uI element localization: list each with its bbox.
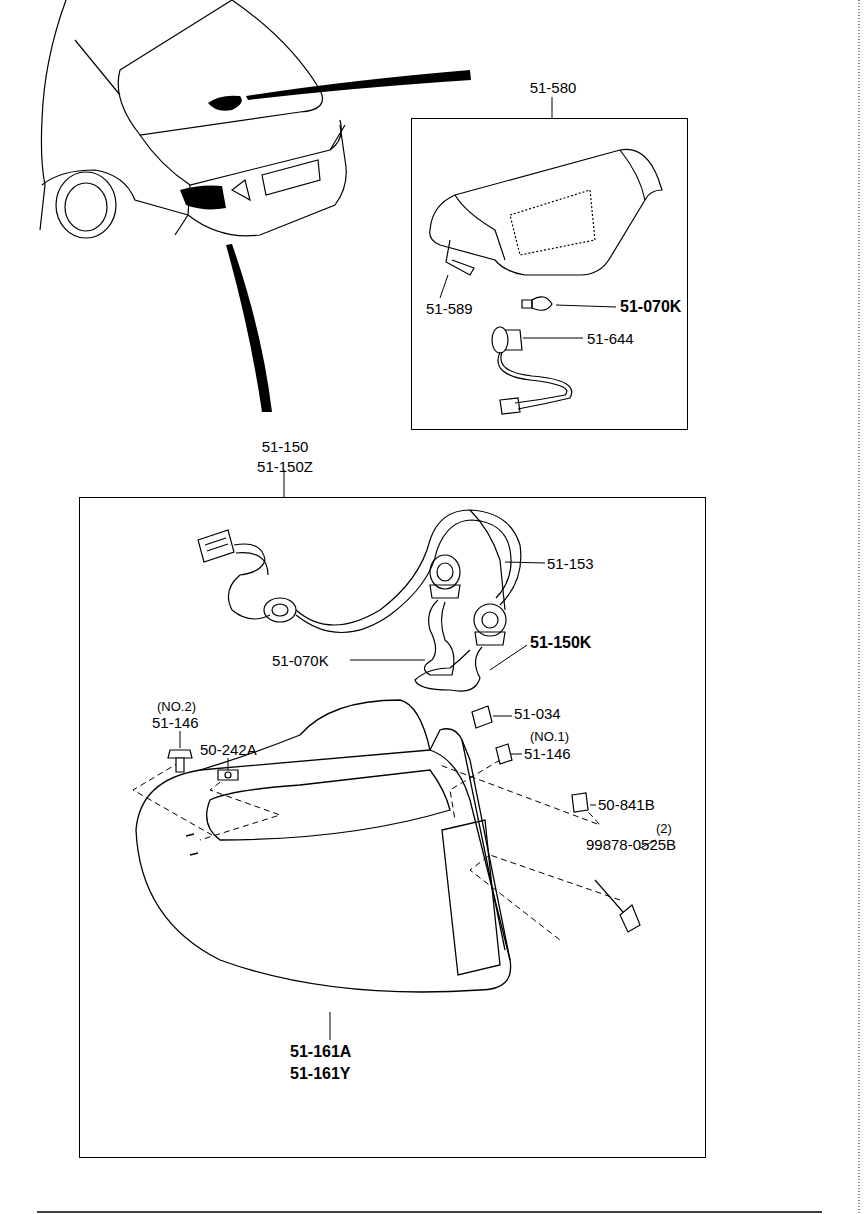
callout-number: 51-161A — [290, 1043, 351, 1060]
car-outline — [40, 0, 346, 238]
callout-number: (2) — [656, 820, 672, 837]
page-rule — [37, 1211, 822, 1213]
callout-number: 51-070K — [272, 652, 329, 669]
callout-number: 51-153 — [547, 555, 594, 572]
callout-number: 51-150K — [530, 634, 591, 651]
tail-lamp-lens — [136, 700, 511, 992]
group-part-number: 51-150Z — [257, 458, 313, 476]
assembly-paths — [133, 760, 620, 940]
callout-number: 51-644 — [587, 330, 634, 347]
stop-lamp-mark — [208, 96, 242, 111]
tail-lamp-harness — [198, 510, 521, 691]
fasteners — [168, 706, 640, 932]
callout-number: 51-161Y — [290, 1065, 351, 1082]
callout-number: (NO.2) — [157, 698, 196, 715]
callout-number: 51-589 — [426, 300, 473, 317]
callout-number: 50-841B — [598, 796, 655, 813]
tail-lamp-mark — [180, 186, 226, 210]
group-part-number: 51-150 — [262, 438, 309, 456]
high-mount-stop-lamp — [430, 149, 662, 275]
callout-number: 51-070K — [620, 298, 681, 315]
group-part-number: 51-580 — [530, 79, 577, 97]
callout-number: 51-034 — [514, 705, 561, 722]
callout-number: 51-146 — [524, 745, 571, 762]
bulb-socket-harness — [492, 297, 572, 414]
callout-number: 50-242A — [200, 741, 257, 758]
callout-leaders — [180, 562, 656, 1040]
callout-number: (NO.1) — [530, 728, 569, 745]
scan-edge — [858, 0, 860, 1214]
leader-lines — [284, 97, 616, 497]
callout-number: 99878-0525B — [586, 836, 676, 853]
pointer-swoosh — [226, 244, 272, 412]
parts-group-box: 51-15051-150Z — [79, 497, 706, 1158]
callout-number: 51-146 — [152, 714, 199, 731]
pointer-swoosh — [246, 70, 471, 100]
parts-group-box: 51-580 — [411, 118, 688, 430]
